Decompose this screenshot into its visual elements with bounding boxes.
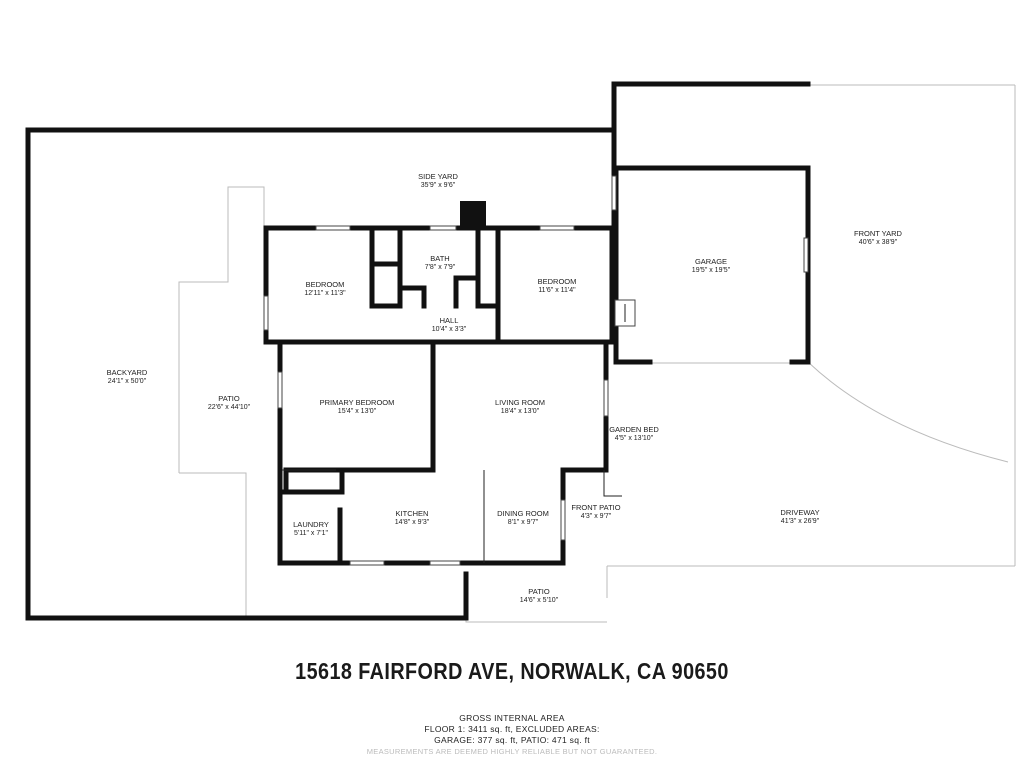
front-yard-dims: 40'6" x 38'9": [859, 239, 898, 246]
garage-label: GARAGE: [695, 257, 727, 266]
primary-bedroom-dims: 15'4" x 13'0": [338, 408, 377, 415]
patio-side-dims: 22'6" x 44'10": [208, 404, 251, 411]
laundry-dims: 5'11" x 7'1": [294, 530, 328, 537]
garden-bed-label: GARDEN BED: [609, 425, 659, 434]
bedroom-left-dims: 12'11" x 11'3": [304, 290, 346, 297]
kitchen-label: KITCHEN: [396, 509, 429, 518]
patio-rear-label: PATIO: [528, 587, 550, 596]
bath-dims: 7'8" x 7'9": [425, 264, 456, 271]
bedroom-left-label: BEDROOM: [306, 280, 345, 289]
patio-side-label: PATIO: [218, 394, 240, 403]
living-room-label: LIVING ROOM: [495, 398, 545, 407]
primary-bedroom-label: PRIMARY BEDROOM: [320, 398, 395, 407]
measurement-disclaimer: MEASUREMENTS ARE DEEMED HIGHLY RELIABLE …: [366, 747, 658, 756]
boundary-lines: [178, 84, 1016, 623]
excluded-area-line: GARAGE: 377 sq. ft, PATIO: 471 sq. ft: [434, 735, 590, 745]
property-address: 15618 FAIRFORD AVE, NORWALK, CA 90650: [295, 658, 729, 684]
front-yard-label: FRONT YARD: [854, 229, 903, 238]
gross-area-title: GROSS INTERNAL AREA: [459, 713, 565, 723]
garden-bed-dims: 4'5" x 13'10": [615, 435, 654, 442]
front-patio-dims: 4'3" x 9'7": [581, 513, 612, 520]
driveway-label: DRIVEWAY: [780, 508, 819, 517]
kitchen-dims: 14'8" x 9'3": [395, 519, 430, 526]
side-yard-label: SIDE YARD: [418, 172, 458, 181]
front-patio-label: FRONT PATIO: [571, 503, 620, 512]
windows: [263, 175, 809, 566]
backyard-dims: 24'1" x 50'0": [108, 378, 147, 385]
dining-room-dims: 8'1" x 9'7": [508, 519, 539, 526]
room-labels: SIDE YARD 35'9" x 9'6" BATH 7'8" x 7'9" …: [107, 172, 903, 604]
driveway-dims: 41'3" x 26'9": [781, 518, 820, 525]
interior-details: [282, 299, 636, 563]
bath-label: BATH: [430, 254, 449, 263]
laundry-label: LAUNDRY: [293, 520, 329, 529]
hall-dims: 10'4" x 3'3": [432, 326, 467, 333]
bedroom-right-dims: 11'6" x 11'4": [538, 287, 576, 294]
bedroom-right-label: BEDROOM: [538, 277, 577, 286]
hall-label: HALL: [440, 316, 459, 325]
living-room-dims: 18'4" x 13'0": [501, 408, 540, 415]
floor-area-line: FLOOR 1: 3411 sq. ft, EXCLUDED AREAS:: [424, 724, 600, 734]
dining-room-label: DINING ROOM: [497, 509, 549, 518]
backyard-label: BACKYARD: [107, 368, 148, 377]
patio-rear-dims: 14'6" x 5'10": [520, 597, 559, 604]
garage-dims: 19'5" x 19'5": [692, 267, 731, 274]
side-yard-dims: 35'9" x 9'6": [421, 182, 456, 189]
walls: [25, 81, 811, 621]
